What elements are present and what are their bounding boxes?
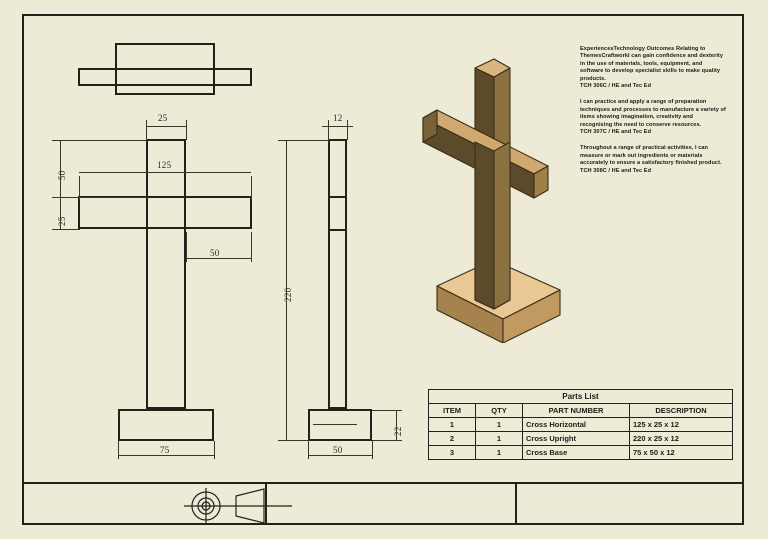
dim-front-top-width: 25 bbox=[158, 113, 168, 123]
dim-front-base-width: 75 bbox=[160, 445, 170, 455]
note-1-body: ExperiencesTechnology Outcomes Relating … bbox=[580, 46, 724, 82]
dim-side-total-height: 220 bbox=[283, 287, 293, 302]
dim-side-thickness: 12 bbox=[333, 113, 343, 123]
table-row: 3 1 Cross Base 75 x 50 x 12 bbox=[428, 445, 733, 460]
dim-front-bar-height: 25 bbox=[57, 216, 67, 226]
crossbar-end-face bbox=[533, 165, 549, 199]
note-1-code: TCH 306C / HE and Tec Ed bbox=[580, 83, 652, 90]
isometric-model-view bbox=[415, 38, 580, 344]
dim-side-base-width: 50 bbox=[333, 445, 343, 455]
cell-description: 125 x 25 x 12 bbox=[629, 417, 733, 432]
cell-part-number: Cross Upright bbox=[522, 431, 630, 446]
dim-side-base-height: 22 bbox=[393, 426, 403, 436]
cell-item: 1 bbox=[428, 417, 476, 432]
column-header-description: DESCRIPTION bbox=[629, 403, 733, 418]
note-2-code: TCH 307C / HE and Tec Ed bbox=[580, 129, 652, 136]
table-row: 1 1 Cross Horizontal 125 x 25 x 12 bbox=[428, 417, 733, 432]
parts-list-title-row: Parts List bbox=[428, 389, 733, 404]
dim-front-upper-height: 50 bbox=[57, 170, 67, 180]
cell-item: 3 bbox=[428, 445, 476, 460]
note-3-code: TCH 308C / HE and Tec Ed bbox=[580, 167, 652, 174]
parts-list-header-row: ITEM QTY PART NUMBER DESCRIPTION bbox=[428, 403, 733, 418]
crossbar-left-end-face bbox=[422, 109, 438, 143]
note-2: I can practice and apply a range of prep… bbox=[580, 99, 726, 136]
cell-part-number: Cross Horizontal bbox=[522, 417, 630, 432]
dim-front-cross-width: 125 bbox=[157, 160, 172, 170]
note-3: Throughout a range of practical activiti… bbox=[580, 145, 726, 175]
first-angle-projection-symbol bbox=[180, 488, 300, 529]
side-base bbox=[308, 409, 372, 441]
cell-part-number: Cross Base bbox=[522, 445, 630, 460]
note-1: ExperiencesTechnology Outcomes Relating … bbox=[580, 46, 726, 90]
cell-qty: 1 bbox=[475, 445, 523, 460]
side-crossbar-line-top bbox=[328, 196, 347, 198]
table-row: 2 1 Cross Upright 220 x 25 x 12 bbox=[428, 431, 733, 446]
parts-list-table: Parts List ITEM QTY PART NUMBER DESCRIPT… bbox=[428, 389, 733, 460]
cell-qty: 1 bbox=[475, 417, 523, 432]
front-upright bbox=[146, 139, 186, 409]
wooden-cross-svg bbox=[422, 58, 561, 344]
front-base bbox=[118, 409, 214, 441]
note-2-body: I can practice and apply a range of prep… bbox=[580, 99, 726, 128]
base-right-face bbox=[502, 289, 561, 344]
column-header-part-number: PART NUMBER bbox=[522, 403, 630, 418]
learning-outcomes-notes: ExperiencesTechnology Outcomes Relating … bbox=[580, 46, 726, 184]
upright-top-face bbox=[474, 58, 511, 78]
upright-side-overlap bbox=[493, 141, 511, 310]
front-crossbar bbox=[78, 196, 252, 229]
projection-cone bbox=[235, 488, 265, 524]
dim-front-half-cross: 50 bbox=[210, 248, 220, 258]
title-block-cell-middle bbox=[267, 484, 517, 525]
title-block bbox=[22, 482, 744, 525]
cell-description: 75 x 50 x 12 bbox=[629, 445, 733, 460]
column-header-qty: QTY bbox=[475, 403, 523, 418]
note-3-body: Throughout a range of practical activiti… bbox=[580, 145, 722, 167]
title-block-cell-right bbox=[517, 484, 744, 525]
cell-item: 2 bbox=[428, 431, 476, 446]
top-view-horizontal-band bbox=[78, 68, 252, 86]
side-upright bbox=[328, 139, 347, 409]
side-base-centerline bbox=[313, 424, 357, 425]
side-crossbar-line-bottom bbox=[328, 229, 347, 231]
cell-qty: 1 bbox=[475, 431, 523, 446]
upright-front-overlap bbox=[474, 141, 495, 310]
parts-list-title: Parts List bbox=[428, 389, 733, 404]
title-block-cell-left bbox=[22, 484, 267, 525]
column-header-item: ITEM bbox=[428, 403, 476, 418]
cell-description: 220 x 25 x 12 bbox=[629, 431, 733, 446]
